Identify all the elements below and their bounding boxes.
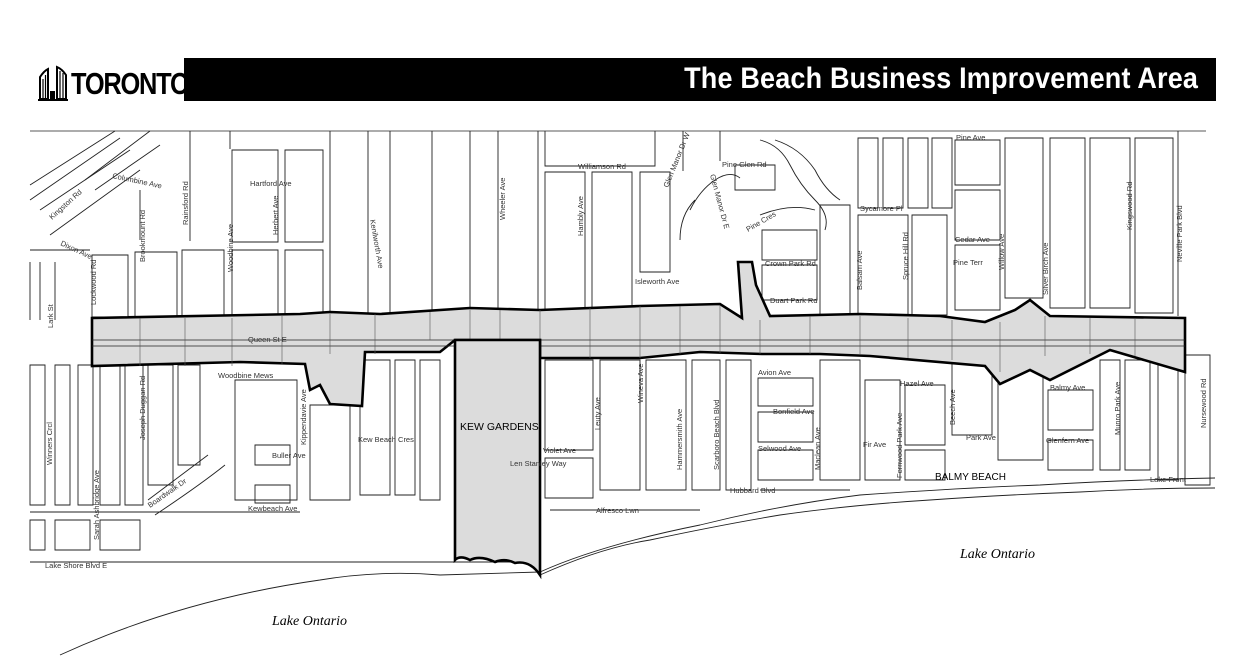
lake-label-east: Lake Ontario — [959, 547, 1035, 562]
street-label: Lake Shore Blvd E — [45, 561, 107, 570]
street-label: Columbine Ave — [112, 171, 163, 190]
street-label: Avion Ave — [758, 368, 791, 377]
street-label: Winners Crcl — [45, 422, 54, 465]
lake-label-west: Lake Ontario — [271, 614, 347, 629]
street-label: Silver Birch Ave — [1041, 243, 1050, 295]
street-label: Crown Park Rd — [765, 259, 816, 268]
street-label: Scarboro Beach Blvd — [712, 400, 721, 470]
street-label: Alfresco Lwn — [596, 506, 639, 515]
street-label: Violet Ave — [543, 446, 576, 455]
street-label: Hambly Ave — [576, 196, 585, 236]
kew-gardens-park — [453, 338, 542, 580]
street-label: Glenfern Ave — [1046, 436, 1089, 445]
street-label: Herbert Ave — [271, 196, 280, 235]
street-label: Lake Front — [1150, 475, 1187, 484]
page-title: The Beach Business Improvement Area — [684, 62, 1198, 95]
street-label: Fir Ave — [863, 440, 886, 449]
street-label: Maclean Ave — [813, 427, 822, 470]
area-label-kew-gardens: KEW GARDENS — [460, 421, 539, 433]
street-label: Hubbard Blvd — [730, 486, 775, 495]
street-label: Nursewood Rd — [1199, 378, 1208, 428]
street-label: Balmy Ave — [1050, 383, 1085, 392]
street-label: Neville Park Blvd — [1175, 205, 1184, 262]
title-bar: The Beach Business Improvement Area — [184, 58, 1216, 101]
street-label: Selwood Ave — [758, 444, 801, 453]
street-label: Pine Glen Rd — [722, 160, 767, 169]
street-label: Hartford Ave — [250, 179, 292, 188]
street-label: Len Stanley Way — [510, 459, 567, 468]
street-label: Woodbine Ave — [226, 224, 235, 272]
street-label: Spruce Hill Rd — [901, 232, 910, 280]
logo-wordmark: TORONTO — [71, 66, 190, 101]
street-label: Williamson Rd — [578, 162, 626, 171]
street-label: Kippendavie Ave — [299, 389, 308, 445]
area-label-balmy-beach: BALMY BEACH — [935, 472, 1006, 483]
street-label: Lockwood Rd — [89, 260, 98, 305]
street-label: Glen Manor Dr E — [708, 173, 731, 230]
shoreline — [59, 477, 1216, 656]
street-label: Queen St E — [248, 335, 287, 344]
street-label: Glen Manor Dr W — [662, 130, 693, 188]
toronto-logo: TORONTO — [38, 57, 214, 101]
south-streets — [29, 354, 1211, 563]
street-label: Buller Ave — [272, 451, 306, 460]
street-label: Hammersmith Ave — [675, 409, 684, 470]
street-label: Munro Park Ave — [1113, 382, 1122, 435]
street-label: Lark St — [46, 303, 55, 328]
street-label: Brookmount Rd — [138, 210, 147, 262]
street-label: Wheeler Ave — [498, 178, 507, 220]
street-label: Fernwood Park Ave — [895, 413, 904, 478]
street-label: Sarah Ashbridge Ave — [92, 470, 101, 540]
street-label: Duart Park Rd — [770, 296, 818, 305]
street-label: Beech Ave — [948, 389, 957, 425]
street-label: Bonfield Ave — [773, 407, 815, 416]
street-label: Sycamore Pl — [860, 204, 903, 213]
street-label: Willow Ave — [997, 234, 1006, 270]
street-label: Isleworth Ave — [635, 277, 679, 286]
street-label: Wineva Ave — [636, 364, 645, 403]
street-label: Rainsford Rd — [181, 181, 190, 225]
street-label: Cedar Ave — [955, 235, 990, 244]
street-label: Kew Beach Cres — [358, 435, 414, 444]
north-streets — [29, 130, 1179, 320]
street-label: Park Ave — [966, 433, 996, 442]
street-label: Pine Ave — [956, 133, 985, 142]
street-label: Woodbine Mews — [218, 371, 274, 380]
street-label: Kenilworth Ave — [368, 219, 385, 269]
street-label: Kewbeach Ave — [248, 504, 297, 513]
street-label: Hazel Ave — [900, 379, 934, 388]
header: TORONTO The Beach Business Improvement A… — [0, 0, 1248, 110]
street-label: Balsam Ave — [855, 251, 864, 290]
street-label: Joseph Duggan Rd — [138, 376, 147, 440]
street-label: Kingswood Rd — [1125, 182, 1134, 230]
city-hall-icon — [38, 65, 68, 101]
street-label: Pine Terr — [953, 258, 983, 267]
street-label: Boardwalk Dr — [146, 476, 188, 509]
bia-boundary — [90, 260, 1187, 408]
street-label: Leuty Ave — [593, 397, 602, 430]
